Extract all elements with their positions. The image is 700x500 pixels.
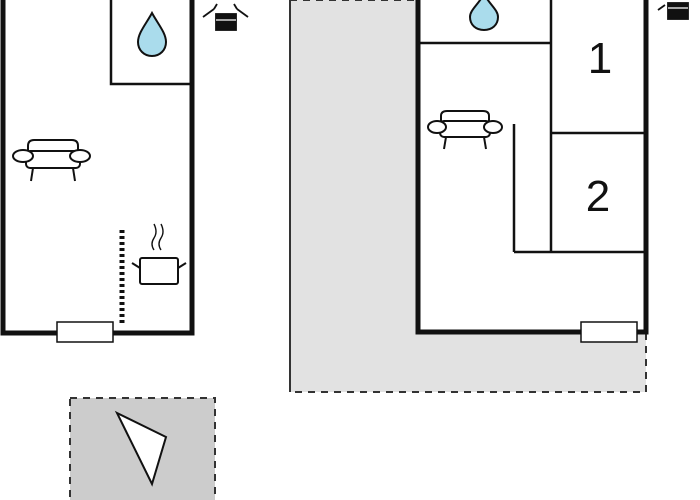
sofa-icon [12,139,91,182]
right-outer-wall [415,0,649,335]
north-compass-icon [114,410,168,487]
terrace-area [289,0,647,393]
water-drop-icon [136,10,168,58]
room-number: 1 [588,34,612,83]
water-drop-icon [468,0,500,32]
window-icon [580,321,638,343]
fireplace-stove-icon [657,2,689,20]
right-building: 1 2 [415,0,649,343]
room-number: 2 [586,172,610,221]
window-icon [56,321,114,343]
sofa-icon [427,110,503,150]
cooking-pot-icon [131,223,187,285]
left-bathroom-wall [109,0,192,86]
left-building [0,0,195,343]
right-floor [418,0,646,332]
fireplace-stove-icon [202,3,249,31]
